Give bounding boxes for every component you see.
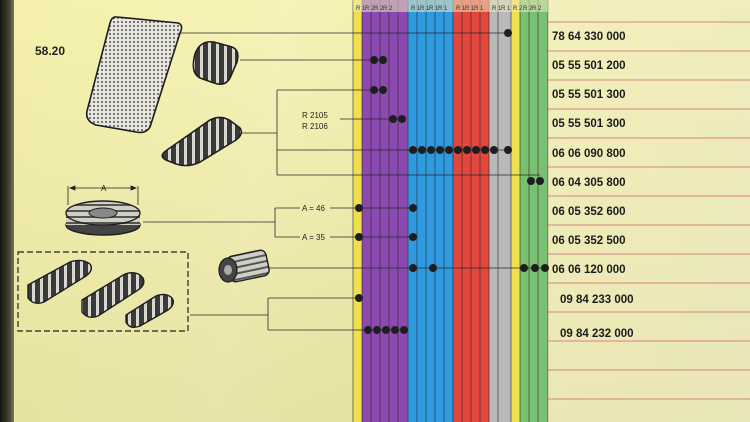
fit-dot bbox=[418, 146, 426, 154]
column-header: R 1 bbox=[438, 6, 448, 12]
column-band-yellow-2 bbox=[511, 0, 520, 422]
column-header: R 1 bbox=[456, 6, 466, 12]
fit-dot bbox=[370, 56, 378, 64]
fit-dot bbox=[531, 264, 539, 272]
fit-dot bbox=[398, 115, 406, 123]
applicability-dots bbox=[355, 29, 549, 334]
column-band-grey bbox=[489, 0, 511, 422]
part-number: 06 06 120 000 bbox=[552, 264, 626, 276]
model-label-r2105: R 2105 bbox=[302, 111, 328, 120]
fit-dot bbox=[536, 177, 544, 185]
column-header: R 2 bbox=[523, 6, 533, 12]
part-number: 05 55 501 300 bbox=[552, 118, 626, 130]
small-pedal-pad-illustration bbox=[192, 40, 239, 85]
fit-dot bbox=[463, 146, 471, 154]
column-header: R 1 bbox=[420, 6, 430, 12]
fit-dot bbox=[472, 146, 480, 154]
fit-dot bbox=[355, 233, 363, 241]
column-header: R 1 bbox=[356, 6, 366, 12]
ribbed-pedal-pad-illustration bbox=[161, 116, 243, 167]
fit-dot bbox=[409, 264, 417, 272]
fit-dot bbox=[481, 146, 489, 154]
fit-dot bbox=[427, 146, 435, 154]
fit-dot bbox=[504, 146, 512, 154]
column-header: R 1 bbox=[411, 6, 421, 12]
part-number: 06 06 090 800 bbox=[552, 148, 626, 160]
column-header: R 1 bbox=[465, 6, 475, 12]
page-binding-shadow bbox=[0, 0, 14, 422]
fit-dot bbox=[520, 264, 528, 272]
rubber-bushing-illustration bbox=[218, 249, 270, 283]
leader-lines bbox=[143, 32, 545, 331]
large-pedal-pad-illustration bbox=[85, 16, 183, 134]
part-number: 06 05 352 600 bbox=[552, 206, 626, 218]
fit-dot bbox=[409, 233, 417, 241]
fit-dot bbox=[400, 326, 408, 334]
fit-dot bbox=[391, 326, 399, 334]
part-number: 05 55 501 300 bbox=[552, 89, 626, 101]
part-number: 78 64 330 000 bbox=[552, 31, 626, 43]
column-header: R 1 bbox=[501, 6, 511, 12]
part-number: 05 55 501 200 bbox=[552, 60, 626, 72]
fit-dot bbox=[454, 146, 462, 154]
dimension-arrow-a bbox=[67, 185, 139, 205]
column-header: R 1 bbox=[474, 6, 484, 12]
fit-dot bbox=[355, 294, 363, 302]
fit-dot bbox=[445, 146, 453, 154]
column-band-green bbox=[520, 0, 548, 422]
fit-dot bbox=[541, 264, 549, 272]
fit-dot bbox=[429, 264, 437, 272]
column-header: R 1 bbox=[492, 6, 502, 12]
fit-dot bbox=[370, 86, 378, 94]
column-header: R 2 bbox=[513, 6, 523, 12]
fit-dot bbox=[379, 56, 387, 64]
fit-dot bbox=[490, 146, 498, 154]
part-number: 06 05 352 500 bbox=[552, 235, 626, 247]
fit-dot bbox=[409, 204, 417, 212]
part-number-table: 78 64 330 000 05 55 501 200 05 55 501 30… bbox=[548, 0, 750, 422]
fit-dot bbox=[527, 177, 535, 185]
dimension-label: A bbox=[101, 184, 107, 193]
round-rubber-pad-illustration bbox=[65, 200, 141, 236]
column-header: R 1 bbox=[429, 6, 439, 12]
fit-dot bbox=[389, 115, 397, 123]
pedal-pad-set-illustration bbox=[17, 251, 189, 332]
fit-dot bbox=[364, 326, 372, 334]
figure-code: 58.20 bbox=[35, 44, 66, 58]
fit-dot bbox=[355, 204, 363, 212]
fit-dot bbox=[504, 29, 512, 37]
part-number: 09 84 233 000 bbox=[560, 294, 634, 306]
column-header: R 2 bbox=[374, 6, 384, 12]
column-header: R 2 bbox=[532, 6, 542, 12]
part-number: 06 04 305 800 bbox=[552, 177, 626, 189]
size-label-35: A = 35 bbox=[302, 233, 325, 242]
column-header: R 2 bbox=[365, 6, 375, 12]
fit-dot bbox=[409, 146, 417, 154]
fit-dot bbox=[436, 146, 444, 154]
column-header: R 2 bbox=[383, 6, 393, 12]
column-headers: R 1 R 2 R 2 R 2 R 1 R 1 R 1 R 1 R 1 R 1 … bbox=[356, 6, 542, 12]
fit-dot bbox=[373, 326, 381, 334]
size-label-46: A = 46 bbox=[302, 204, 325, 213]
model-columns bbox=[352, 0, 549, 422]
callout-labels: R 2105 R 2106 A = 46 A = 35 A bbox=[101, 111, 328, 242]
fit-dot bbox=[382, 326, 390, 334]
column-band-purple bbox=[362, 0, 408, 422]
fit-dot bbox=[379, 86, 387, 94]
model-label-r2106: R 2106 bbox=[302, 122, 328, 131]
part-number: 09 84 232 000 bbox=[560, 328, 634, 340]
